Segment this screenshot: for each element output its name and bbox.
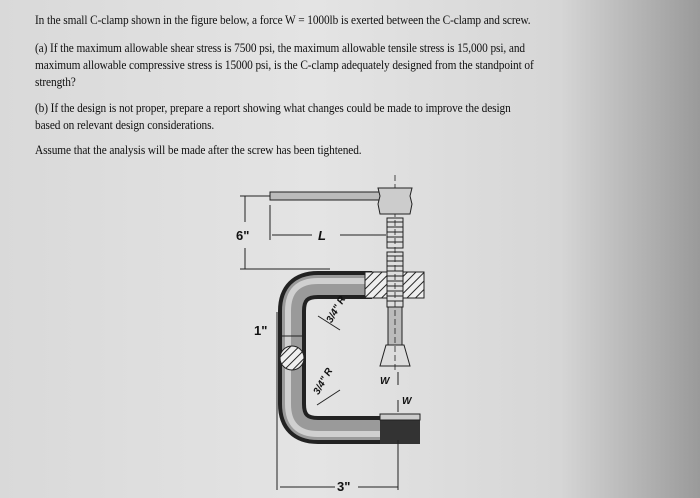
part-b-line-2: based on relevant design considerations. [35, 118, 215, 132]
part-a-line-3: strength? [35, 75, 76, 89]
dim-width-label: 3" [337, 479, 350, 494]
part-b-line-1: (b) If the design is not proper, prepare… [35, 101, 511, 115]
screw-head [377, 187, 413, 215]
part-a-line-2: maximum allowable compressive stress is … [35, 58, 534, 72]
dim-radius-bottom-label: 3/4" R [312, 366, 336, 397]
assumption: Assume that the analysis will be made af… [35, 143, 362, 157]
force-bottom-label: W [402, 396, 413, 407]
force-top-label: W [380, 376, 391, 387]
handle-bar [269, 191, 381, 201]
problem-intro: In the small C-clamp shown in the figure… [35, 13, 531, 27]
dim-section-label: 1" [254, 323, 267, 338]
frame-cross-section [279, 345, 305, 371]
dim-height-label: 6" [236, 228, 249, 243]
dim-length-label: L [318, 228, 326, 243]
part-a-line-1: (a) If the maximum allowable shear stres… [35, 41, 525, 55]
